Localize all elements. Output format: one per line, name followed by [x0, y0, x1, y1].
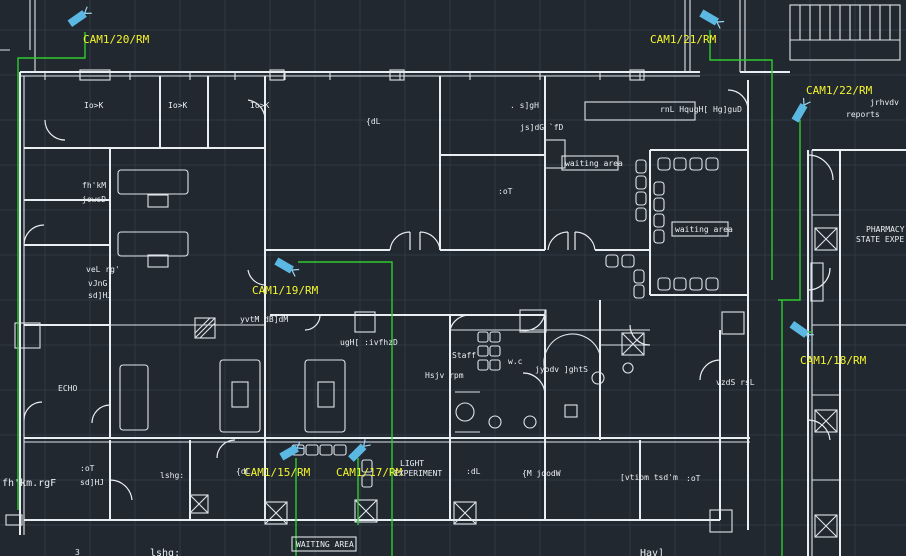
- doors: [23, 89, 834, 501]
- room-label: :oT: [498, 187, 513, 196]
- room-label: sd]HJ: [80, 478, 104, 487]
- room-label: jrhvdv: [870, 98, 899, 107]
- room-label: rnL HqugH[ Hg]guD: [660, 105, 742, 114]
- furniture: [5, 101, 838, 538]
- camera-label: CAM1/15/RM: [244, 466, 311, 479]
- room-label: :dL: [466, 467, 481, 476]
- room-label: lshg:: [160, 471, 184, 480]
- room-label: sd]HJ: [88, 291, 112, 300]
- room-label: lshg:: [150, 548, 180, 556]
- room-label: Hav]: [640, 548, 664, 556]
- room-label: {M jqodW: [522, 469, 561, 478]
- room-label: LIGHT: [400, 459, 424, 468]
- camera-icons: [67, 6, 814, 462]
- camera-icon: [67, 6, 92, 28]
- camera-icon: [699, 9, 725, 29]
- room-label: js]dG `fD: [520, 122, 564, 132]
- room-label: yvtM dB]dM: [240, 315, 288, 324]
- room-label: fh'kM: [82, 181, 106, 190]
- room-label: vJnG: [88, 279, 107, 288]
- camera-label: CAM1/22/RM: [806, 84, 873, 97]
- cable-routes: [17, 30, 812, 556]
- camera-icon: [791, 97, 811, 123]
- room-label: Io>K: [84, 101, 103, 110]
- camera-icon: [348, 439, 371, 462]
- room-label: jyodv ]ghtS: [535, 365, 588, 374]
- camera-label: CAM1/17/RM: [336, 466, 403, 479]
- room-label: ECHO: [58, 384, 77, 393]
- room-label: ugH[ :ivfhzD: [340, 338, 398, 347]
- camera-icon: [789, 320, 814, 342]
- room-label: reports: [846, 110, 880, 119]
- camera-label: CAM1/20/RM: [83, 33, 150, 46]
- camera-label: CAM1/19/RM: [252, 284, 319, 297]
- room-label: :oT: [80, 464, 95, 473]
- room-label: Hsjv rpm: [425, 371, 464, 380]
- room-label: WAITING AREA: [296, 540, 354, 549]
- camera-icon: [274, 257, 300, 277]
- room-label: EXPERIMENT: [394, 469, 442, 478]
- camera-label: CAM1/18/RM: [800, 354, 867, 367]
- room-label: veL rg': [86, 265, 120, 274]
- room-label: Io>K: [250, 101, 269, 110]
- room-label: waiting area: [565, 159, 623, 168]
- camera-label: CAM1/21/RM: [650, 33, 717, 46]
- room-label: w.c: [508, 357, 523, 366]
- room-label: STATE EXPE: [856, 235, 904, 244]
- room-label: fh'km.rgF: [2, 478, 56, 489]
- window-markers: [44, 69, 645, 81]
- room-label: :oT: [686, 474, 701, 483]
- room-label: [vtipm tsd'm: [620, 473, 678, 482]
- room-label: . s]gH: [510, 101, 539, 110]
- room-label: Io>K: [168, 101, 187, 110]
- room-label: Staff: [452, 351, 476, 360]
- room-label: jowsD: [82, 195, 106, 204]
- room-label: 3: [75, 548, 80, 556]
- room-label: vzdS rsL: [716, 378, 755, 387]
- room-label: waiting area: [675, 225, 733, 234]
- room-label: {dL: [236, 467, 251, 476]
- camera-icon: [279, 441, 305, 461]
- room-label: {dL: [366, 117, 381, 126]
- room-label: PHARMACY: [866, 225, 905, 234]
